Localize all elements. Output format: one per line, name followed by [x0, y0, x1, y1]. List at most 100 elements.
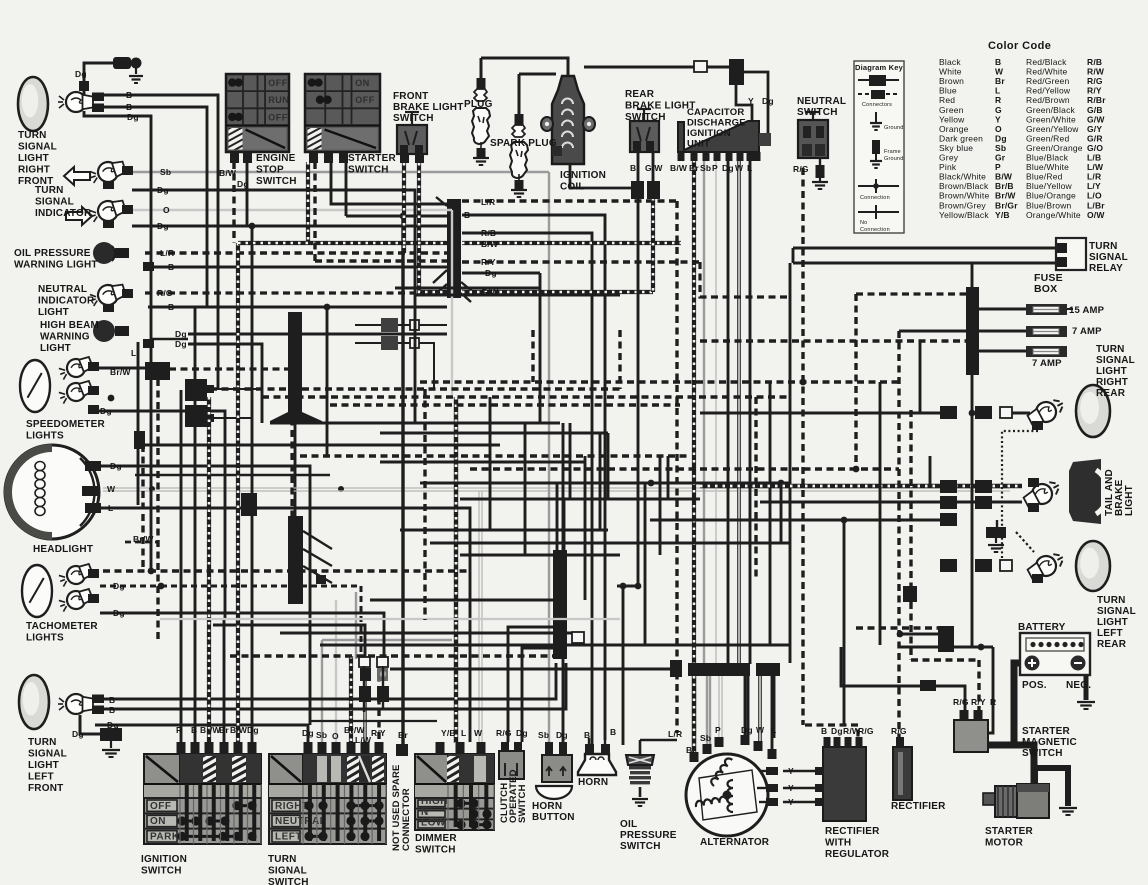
svg-text:Y: Y	[995, 114, 1001, 124]
svg-text:B/W: B/W	[481, 239, 499, 249]
svg-text:Red: Red	[939, 95, 955, 105]
svg-text:Br/W: Br/W	[110, 367, 131, 377]
svg-text:Green/Yellow: Green/Yellow	[1026, 124, 1079, 134]
svg-text:Dg: Dg	[113, 581, 125, 591]
svg-text:SWITCH: SWITCH	[415, 845, 456, 856]
svg-text:L/R: L/R	[1087, 172, 1101, 182]
svg-text:Br: Br	[686, 745, 696, 755]
svg-text:Dg: Dg	[485, 268, 497, 278]
svg-text:No: No	[860, 220, 867, 226]
svg-text:L: L	[995, 86, 1000, 96]
svg-text:B/W: B/W	[230, 725, 248, 735]
svg-text:Dg: Dg	[175, 339, 187, 349]
svg-text:R/G: R/G	[496, 728, 512, 738]
svg-text:MAGNETIC: MAGNETIC	[1022, 737, 1077, 748]
svg-text:Dg: Dg	[831, 726, 843, 736]
svg-text:Color Code: Color Code	[988, 40, 1051, 52]
svg-text:Red/Yellow: Red/Yellow	[1026, 86, 1071, 96]
svg-text:OPERATED: OPERATED	[508, 769, 519, 823]
svg-text:Dg: Dg	[75, 69, 87, 79]
svg-text:R/B: R/B	[481, 228, 496, 238]
svg-text:RIGHT: RIGHT	[18, 165, 50, 176]
svg-text:COIL: COIL	[560, 182, 585, 193]
svg-text:RECTIFIER: RECTIFIER	[891, 801, 946, 812]
svg-text:Dg: Dg	[302, 728, 314, 738]
svg-text:SWITCH: SWITCH	[1022, 748, 1063, 759]
svg-text:B: B	[126, 102, 132, 112]
svg-text:Br: Br	[398, 730, 408, 740]
svg-text:Dg: Dg	[556, 730, 568, 740]
svg-text:Dg: Dg	[107, 720, 119, 730]
svg-text:NEUTRAL: NEUTRAL	[797, 96, 846, 107]
svg-text:N: N	[421, 807, 429, 818]
svg-text:LIGHT: LIGHT	[1097, 617, 1128, 628]
svg-text:TURN: TURN	[1097, 595, 1126, 606]
svg-text:SWITCH: SWITCH	[268, 877, 309, 885]
svg-text:Dg: Dg	[722, 163, 734, 173]
svg-text:WITH: WITH	[825, 838, 851, 849]
svg-text:Blue/Orange: Blue/Orange	[1026, 191, 1076, 201]
svg-text:White: White	[939, 67, 962, 77]
svg-text:NEUTRAL: NEUTRAL	[275, 816, 326, 827]
svg-text:Brown/Black: Brown/Black	[939, 181, 989, 191]
svg-text:Y: Y	[748, 96, 754, 106]
svg-text:Dg: Dg	[157, 185, 169, 195]
svg-text:Grey: Grey	[939, 153, 959, 163]
svg-text:G: G	[995, 105, 1002, 115]
svg-text:NEG.: NEG.	[1066, 680, 1091, 691]
svg-text:Y/B: Y/B	[441, 728, 456, 738]
svg-text:Connection: Connection	[860, 227, 890, 233]
svg-text:CLUTCH: CLUTCH	[499, 783, 510, 823]
svg-text:Ground: Ground	[884, 156, 904, 162]
svg-text:SIGNAL: SIGNAL	[28, 749, 67, 760]
svg-text:G/Y: G/Y	[1087, 124, 1102, 134]
svg-text:P: P	[995, 162, 1001, 172]
svg-text:SPARK PLUG: SPARK PLUG	[490, 138, 557, 149]
svg-text:MOTOR: MOTOR	[985, 838, 1024, 849]
svg-text:NEUTRAL: NEUTRAL	[38, 284, 87, 295]
svg-text:R/G: R/G	[793, 164, 809, 174]
svg-text:R/B: R/B	[1087, 57, 1102, 67]
svg-text:SWITCH: SWITCH	[797, 107, 838, 118]
svg-text:Y: Y	[788, 783, 794, 793]
svg-text:Br: Br	[689, 163, 699, 173]
svg-text:B: B	[995, 57, 1001, 67]
svg-text:L: L	[461, 728, 466, 738]
svg-text:7 AMP: 7 AMP	[1032, 358, 1062, 369]
svg-text:Ground: Ground	[884, 125, 904, 131]
svg-text:BRAKE: BRAKE	[1114, 479, 1125, 516]
svg-text:Sb: Sb	[316, 730, 327, 740]
svg-text:OFF: OFF	[150, 801, 172, 812]
svg-text:L/R: L/R	[668, 729, 682, 739]
svg-text:B: B	[584, 730, 590, 740]
svg-text:B: B	[168, 262, 174, 272]
svg-text:B/W: B/W	[219, 168, 237, 178]
svg-text:LIGHT: LIGHT	[38, 307, 69, 318]
svg-text:B: B	[126, 90, 132, 100]
svg-text:LIGHT: LIGHT	[1124, 485, 1135, 516]
svg-text:R/G: R/G	[891, 726, 907, 736]
svg-text:Dg: Dg	[100, 406, 112, 416]
svg-text:R: R	[990, 697, 996, 707]
svg-text:Dg: Dg	[516, 728, 528, 738]
svg-text:O: O	[163, 205, 170, 215]
svg-text:Green: Green	[939, 105, 964, 115]
svg-text:RECTIFIER: RECTIFIER	[825, 826, 880, 837]
svg-text:SIGNAL: SIGNAL	[1097, 606, 1136, 617]
svg-text:15 AMP: 15 AMP	[1069, 305, 1105, 316]
svg-text:Sb: Sb	[700, 733, 711, 743]
svg-text:G/R: G/R	[1087, 133, 1103, 143]
svg-text:Sb: Sb	[995, 143, 1006, 153]
svg-text:STARTER: STARTER	[1022, 726, 1070, 737]
svg-text:R: R	[176, 725, 182, 735]
svg-text:ON: ON	[355, 78, 370, 88]
svg-text:L/B: L/B	[1087, 153, 1101, 163]
svg-text:SWITCH: SWITCH	[393, 113, 434, 124]
svg-text:BUTTON: BUTTON	[532, 812, 575, 823]
svg-text:SWITCH: SWITCH	[256, 176, 297, 187]
svg-text:ENGINE: ENGINE	[256, 153, 296, 164]
svg-text:TURN: TURN	[1089, 241, 1118, 252]
svg-text:TURN: TURN	[28, 737, 57, 748]
svg-text:HIGH: HIGH	[421, 796, 448, 807]
svg-text:Diagram Key: Diagram Key	[855, 63, 904, 72]
